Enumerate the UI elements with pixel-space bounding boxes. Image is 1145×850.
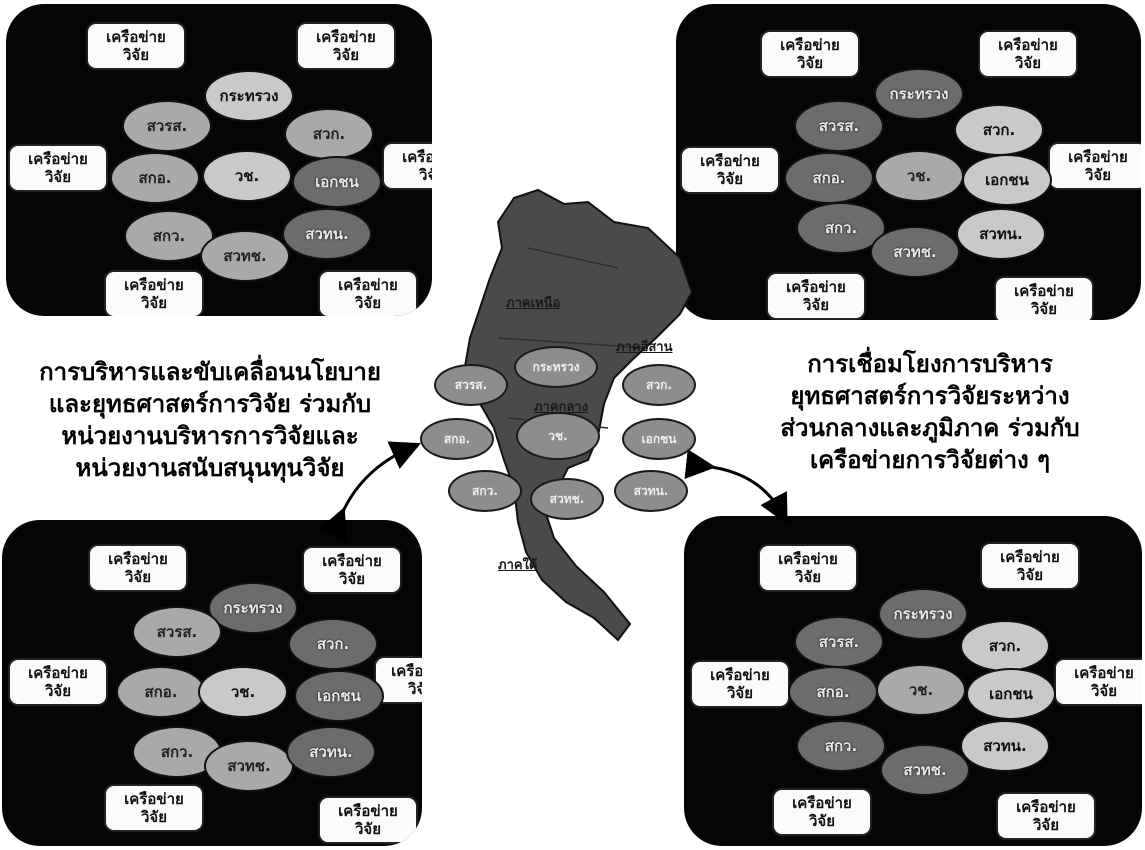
map-bubble-str: สวรส. bbox=[434, 364, 508, 406]
network-box: เครือข่าย วิจัย bbox=[980, 542, 1080, 590]
network-box: เครือข่าย วิจัย bbox=[318, 270, 418, 316]
agency-bubble-nstda: สวทช. bbox=[880, 744, 970, 796]
map-bubble-hrds: สวทน. bbox=[614, 470, 688, 512]
agency-bubble-hrds: สวทน. bbox=[282, 208, 372, 260]
caption-line: การเชื่อมโยงการบริหาร bbox=[807, 349, 1053, 378]
map-bubble-trf: สกว. bbox=[448, 470, 522, 512]
network-box: เครือข่าย วิจัย bbox=[8, 658, 108, 706]
map-bubble-ard: สวก. bbox=[622, 364, 696, 406]
network-box: เครือข่าย วิจัย bbox=[978, 30, 1078, 78]
agency-bubble-trf: สกว. bbox=[124, 210, 214, 262]
agency-bubble-ministry: กระทรวง bbox=[874, 68, 964, 120]
agency-bubble-private: เอกชน bbox=[294, 670, 384, 722]
agency-bubble-hrds: สวทน. bbox=[960, 720, 1050, 772]
agency-bubble-str: สวรส. bbox=[122, 100, 212, 152]
network-box: เครือข่าย วิจัย bbox=[318, 796, 418, 844]
caption-line: เครือข่ายการวิจัยต่าง ๆ bbox=[809, 445, 1051, 474]
agency-bubble-tgo: สกอ. bbox=[116, 666, 206, 718]
arrow-left bbox=[319, 441, 421, 541]
agency-bubble-ministry: กระทรวง bbox=[204, 70, 294, 122]
agency-bubble-nrct: วช. bbox=[198, 666, 288, 718]
network-box: เครือข่าย วิจัย bbox=[1054, 658, 1142, 706]
agency-bubble-private: เอกชน bbox=[292, 156, 382, 208]
agency-bubble-tgo: สกอ. bbox=[788, 666, 878, 718]
region-label-north: ภาคเหนือ bbox=[506, 296, 561, 311]
agency-bubble-trf: สกว. bbox=[796, 720, 886, 772]
agency-bubble-nstda: สวทช. bbox=[200, 230, 290, 282]
agency-bubble-tgo: สกอ. bbox=[784, 152, 874, 204]
region-label-south: ภาคใต้ bbox=[498, 558, 538, 573]
network-box: เครือข่าย วิจัย bbox=[296, 22, 396, 70]
network-box: เครือข่าย วิจัย bbox=[104, 784, 204, 832]
agency-bubble-nstda: สวทช. bbox=[204, 740, 294, 792]
left-caption: การบริหารและขับเคลื่อนนโยบาย และยุทธศาสต… bbox=[10, 356, 410, 484]
caption-line: และยุทธศาสตร์การวิจัย ร่วมกับ bbox=[48, 389, 372, 418]
agency-bubble-nrct: วช. bbox=[876, 664, 966, 716]
agency-bubble-private: เอกชน bbox=[966, 668, 1056, 720]
caption-line: การบริหารและขับเคลื่อนนโยบาย bbox=[39, 357, 381, 386]
network-box: เครือข่าย วิจัย bbox=[996, 792, 1096, 840]
network-box: เครือข่าย วิจัย bbox=[680, 146, 780, 194]
agency-bubble-hrds: สวทน. bbox=[956, 208, 1046, 260]
map-bubble-nstda: สวทช. bbox=[530, 478, 604, 520]
network-box: เครือข่าย วิจัย bbox=[760, 30, 860, 78]
network-box: เครือข่าย วิจัย bbox=[690, 660, 790, 708]
map-bubble-nrct: วช. bbox=[516, 412, 600, 460]
network-box: เครือข่าย วิจัย bbox=[86, 22, 186, 70]
agency-bubble-str: สวรส. bbox=[132, 606, 222, 658]
caption-line: ส่วนกลางและภูมิภาค ร่วมกับ bbox=[780, 413, 1080, 442]
network-box: เครือข่าย วิจัย bbox=[382, 142, 432, 190]
agency-bubble-private: เอกชน bbox=[962, 154, 1052, 206]
agency-bubble-ministry: กระทรวง bbox=[878, 588, 968, 640]
network-panel-bottom-right: เครือข่าย วิจัย เครือข่าย วิจัย เครือข่า… bbox=[684, 516, 1142, 846]
agency-bubble-ministry: กระทรวง bbox=[208, 582, 298, 634]
region-label-central: ภาคกลาง bbox=[534, 400, 589, 415]
right-caption: การเชื่อมโยงการบริหาร ยุทธศาสตร์การวิจัย… bbox=[730, 348, 1130, 476]
network-box: เครือข่าย วิจัย bbox=[766, 272, 866, 320]
caption-line: หน่วยงานบริหารการวิจัยและ bbox=[61, 421, 359, 450]
arrow-right bbox=[684, 449, 788, 525]
agency-bubble-ard: สวก. bbox=[288, 618, 378, 670]
agency-bubble-ard: สวก. bbox=[960, 620, 1050, 672]
network-panel-top-right: เครือข่าย วิจัย เครือข่าย วิจัย เครือข่า… bbox=[676, 4, 1141, 320]
caption-line: ยุทธศาสตร์การวิจัยระหว่าง bbox=[790, 381, 1070, 410]
map-bubble-ministry: กระทรวง bbox=[514, 346, 598, 388]
network-box: เครือข่าย วิจัย bbox=[758, 544, 858, 592]
agency-bubble-trf: สกว. bbox=[132, 726, 222, 778]
agency-bubble-ard: สวก. bbox=[954, 104, 1044, 156]
network-box: เครือข่าย วิจัย bbox=[8, 144, 108, 192]
agency-bubble-tgo: สกอ. bbox=[110, 152, 200, 204]
network-box: เครือข่าย วิจัย bbox=[994, 276, 1094, 320]
network-box: เครือข่าย วิจัย bbox=[772, 788, 872, 836]
map-bubble-private: เอกชน bbox=[622, 418, 696, 460]
agency-bubble-nrct: วช. bbox=[202, 150, 292, 202]
caption-line: หน่วยงานสนับสนุนทุนวิจัย bbox=[75, 453, 345, 482]
agency-bubble-str: สวรส. bbox=[794, 100, 884, 152]
agency-bubble-nstda: สวทช. bbox=[870, 226, 960, 278]
network-box: เครือข่าย วิจัย bbox=[88, 544, 188, 592]
network-panel-bottom-left: เครือข่าย วิจัย เครือข่าย วิจัย เครือข่า… bbox=[2, 520, 422, 846]
network-box: เครือข่าย วิจัย bbox=[1048, 142, 1141, 190]
agency-bubble-hrds: สวทน. bbox=[286, 726, 376, 778]
network-panel-top-left: เครือข่าย วิจัย เครือข่าย วิจัย เครือข่า… bbox=[6, 4, 432, 316]
network-box: เครือข่าย วิจัย bbox=[302, 546, 402, 594]
agency-bubble-trf: สกว. bbox=[796, 202, 886, 254]
network-box: เครือข่าย วิจัย bbox=[104, 270, 204, 316]
region-label-northeast: ภาคอีสาน bbox=[616, 340, 673, 355]
map-bubble-tgo: สกอ. bbox=[420, 418, 494, 460]
